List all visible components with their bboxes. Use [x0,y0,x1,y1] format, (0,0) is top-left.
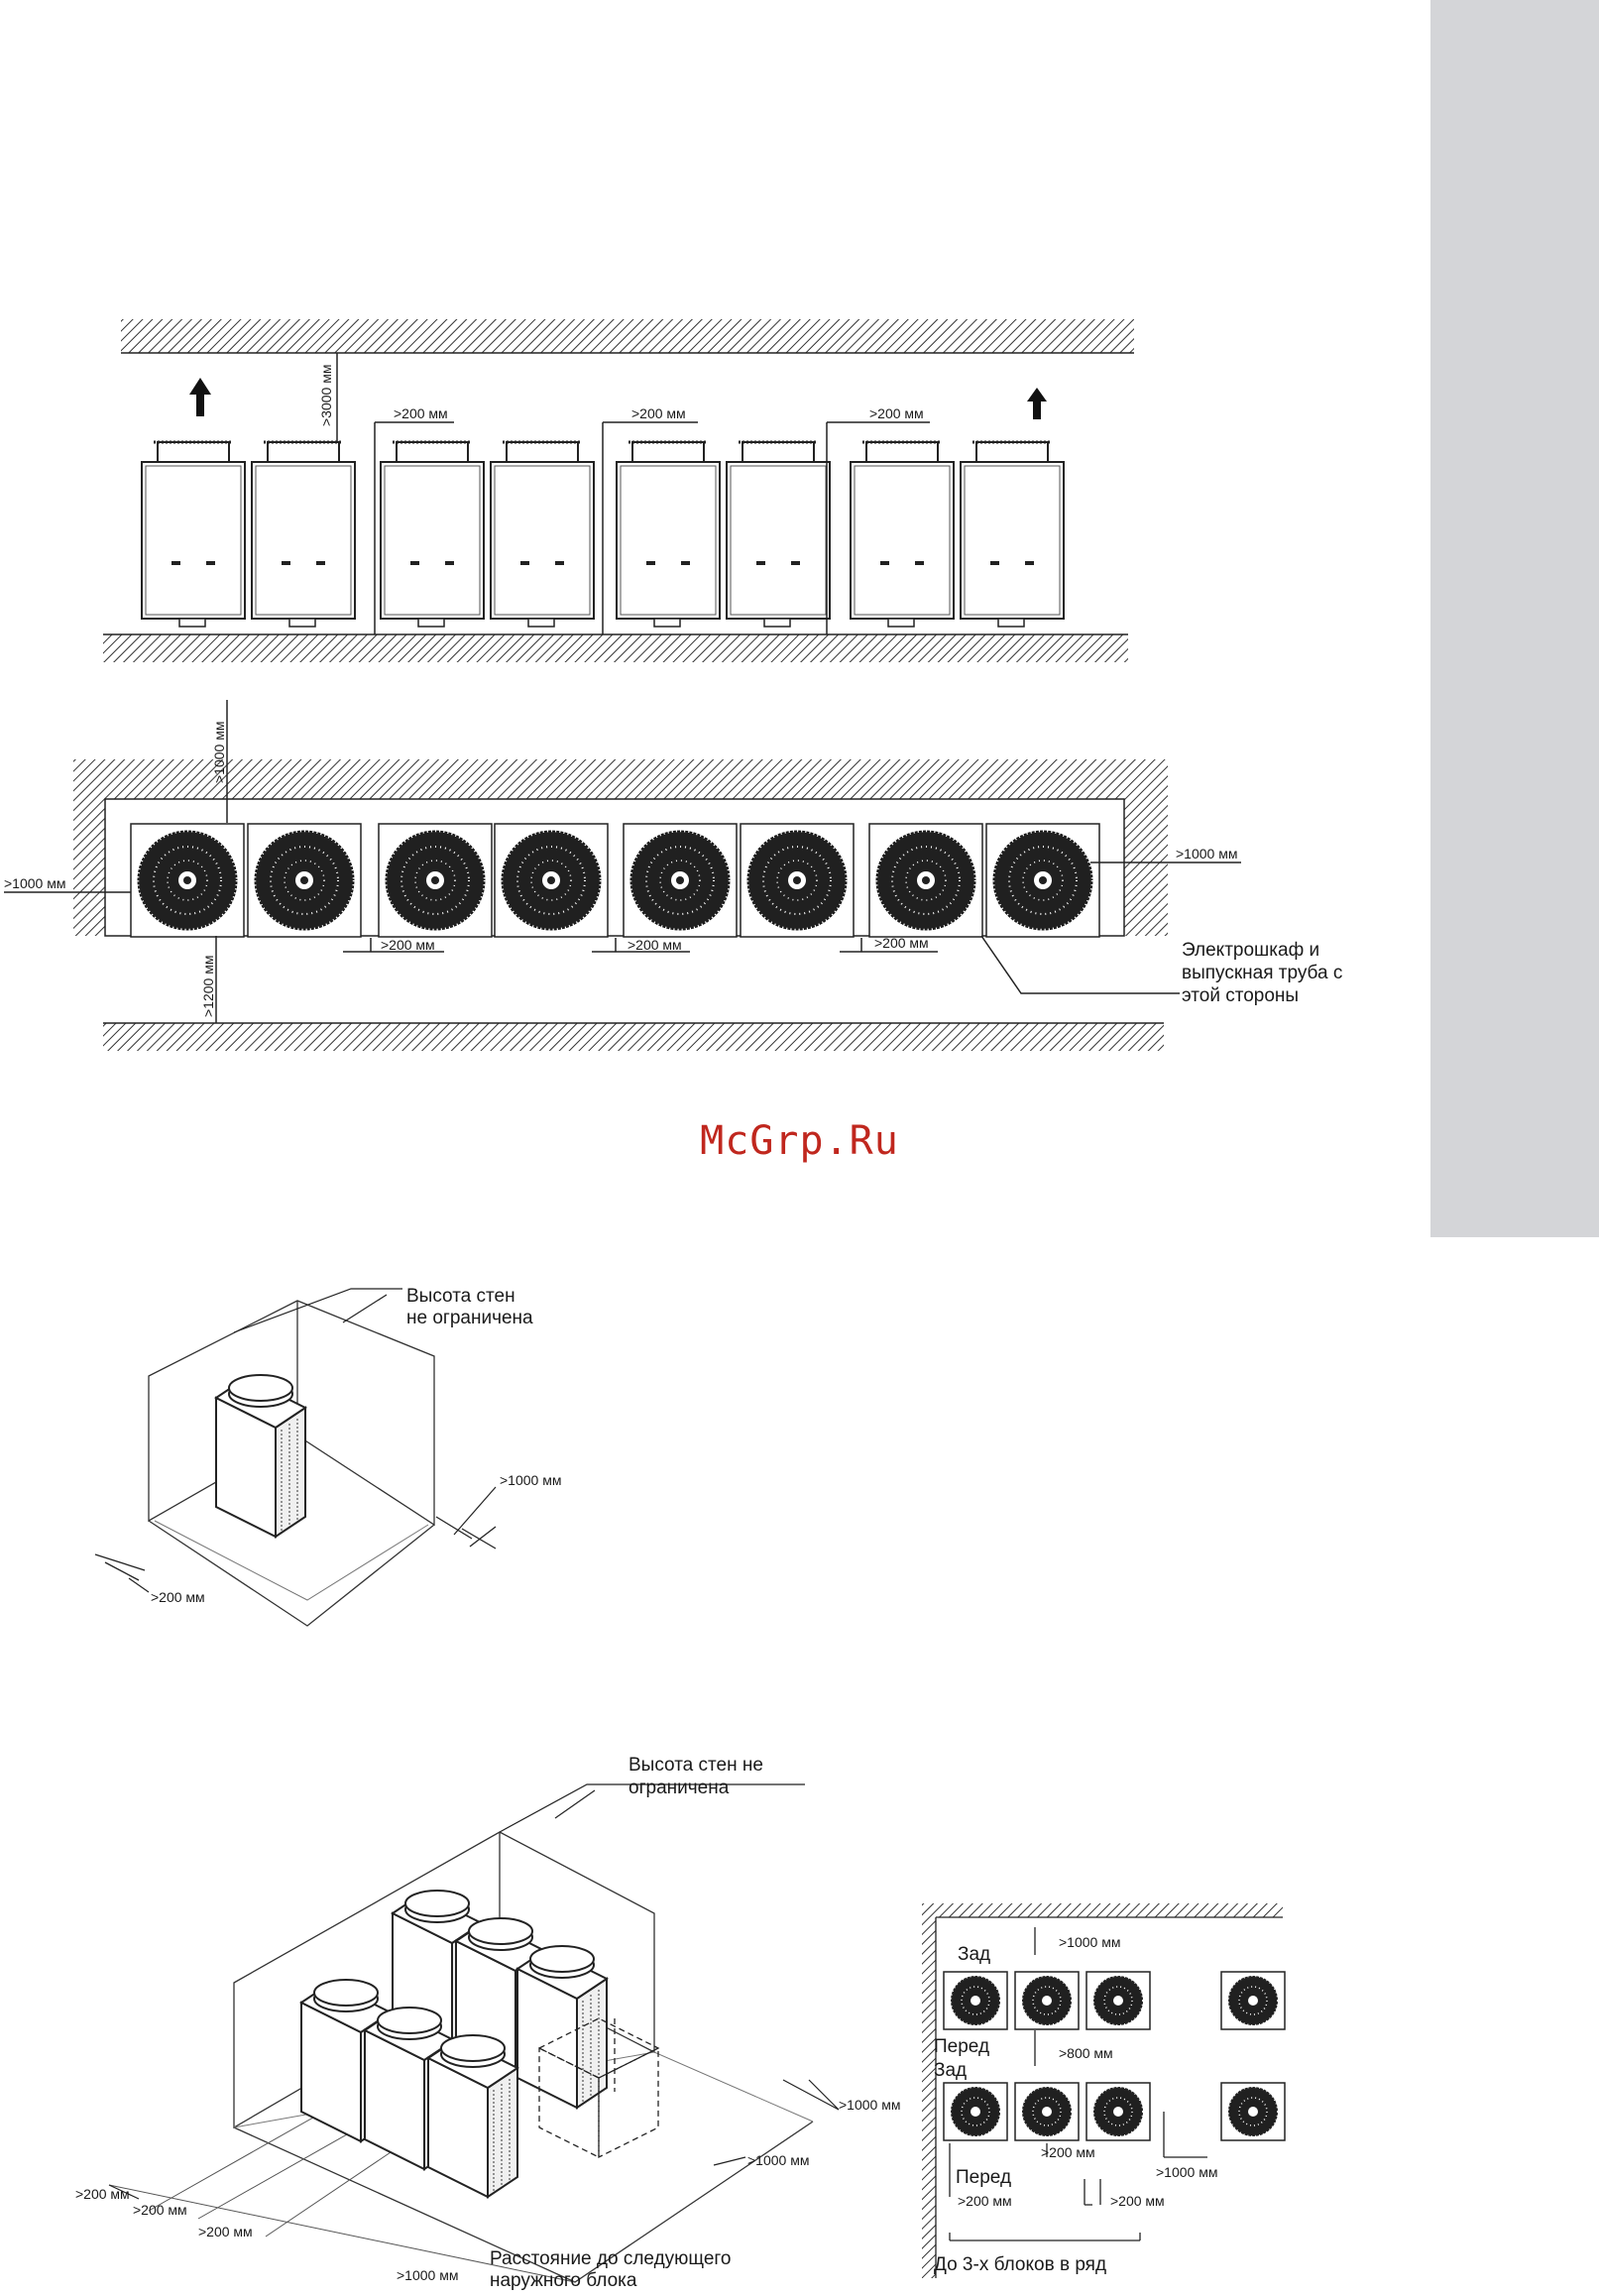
fan-unit-small [1220,2082,1286,2141]
next-unit-outline [537,2017,660,2159]
outdoor-unit [959,440,1066,629]
ceiling-hatch [121,319,1134,353]
watermark: McGrp.Ru [700,1118,899,1164]
rear-label: Зад [958,1944,990,1965]
outdoor-unit-iso [516,1945,608,2109]
outdoor-unit-iso [215,1374,306,1538]
group-gap-label: >1000 мм [1156,2164,1217,2180]
fan-unit-top [377,822,494,939]
top-view: >1000 мм >1000 мм >1000 мм >1200 мм >200… [4,700,1348,1051]
multi-unit-view: Высота стен не ограничена >1000 мм >1000… [75,1755,900,2291]
up-arrow-icon [189,378,211,416]
fan-unit-top [984,822,1101,939]
multi-dim-label: >200 мм [133,2202,187,2218]
rear-label: Зад [934,2060,967,2081]
fan-unit-top [493,822,610,939]
multi-dim-label: >1000 мм [397,2267,458,2283]
multi-dim-label: >200 мм [198,2224,253,2239]
outdoor-unit [849,440,956,629]
outdoor-unit [140,440,247,629]
floor-hatch [103,634,1128,662]
multi-wall-height-note: Высота стен не ограничена [628,1755,768,1798]
unit-gap-label: >200 мм [1041,2144,1095,2160]
multi-dim-label: >200 мм [75,2186,130,2202]
multi-dim-label: >1000 мм [839,2097,900,2113]
enclosure-wall-hatch [73,759,1168,936]
front-label: Перед [934,2036,989,2057]
up-arrow-icon [1027,388,1047,419]
top-view-bottom-clearance-label: >1200 мм [200,956,216,1017]
outdoor-unit [489,440,596,629]
fan-unit-small [1220,1971,1286,2030]
fan-unit-top [867,822,984,939]
front-gap-label: >200 мм [394,405,448,421]
side-wall-hatch [922,1903,936,2278]
front-top-clearance-label: >3000 мм [318,365,334,426]
front-left-clearance-label: >200 мм [958,2193,1012,2209]
front-wall-hatch [103,1023,1164,1051]
front-right-clearance-label: >200 мм [1110,2193,1165,2209]
front-view: >3000 мм >200 мм >200 мм >200 мм [103,319,1134,662]
rear-wall-hatch [922,1903,1283,1917]
top-view-right-clearance-label: >1000 мм [1176,846,1237,861]
top-view-gap-label: >200 мм [628,937,682,953]
top-view-gap-label: >200 мм [381,937,435,953]
fan-unit-small [1085,2082,1151,2141]
front-label: Перед [956,2167,1011,2188]
single-front-clearance-label: >200 мм [151,1589,205,1605]
wall-height-note: Высота стен не ограничена [406,1286,533,1328]
outdoor-unit [379,440,486,629]
single-unit-view: Высота стен не ограничена >1000 мм >200 … [94,1286,561,1627]
rear-clearance-label: >1000 мм [1059,1934,1120,1950]
multi-dim-label: >1000 мм [747,2152,809,2168]
fan-unit-small [1085,1971,1151,2030]
outdoor-unit [250,440,357,629]
fan-unit-small [943,1971,1008,2030]
fan-unit-top [739,822,856,939]
fan-unit-small [1014,1971,1080,2030]
top-view-left-clearance-label: >1000 мм [4,875,65,891]
electrical-box-note: Электрошкаф и выпускная труба с этой сто… [1182,940,1348,1006]
fan-unit-top [622,822,739,939]
fan-unit-top [246,822,363,939]
front-gap-label: >200 мм [869,405,924,421]
single-right-clearance-label: >1000 мм [500,1472,561,1488]
fan-unit-small [1014,2082,1080,2141]
rows-plan: Зад >1000 мм Перед Зад >800 мм >200 мм >… [922,1903,1286,2278]
front-gap-label: >200 мм [631,405,686,421]
outdoor-unit [615,440,722,629]
outdoor-unit [725,440,832,629]
top-view-top-clearance-label: >1000 мм [211,722,227,783]
row-gap-label: >800 мм [1059,2045,1113,2061]
fan-unit-small [943,2082,1008,2141]
fan-unit-top [129,822,246,939]
side-tab [1430,0,1599,1237]
rows-caption: До 3-х блоков в ряд [934,2254,1106,2275]
top-view-gap-label: >200 мм [874,935,929,951]
next-unit-distance-note: Расстояние до следующего наружного блока [490,2248,737,2291]
